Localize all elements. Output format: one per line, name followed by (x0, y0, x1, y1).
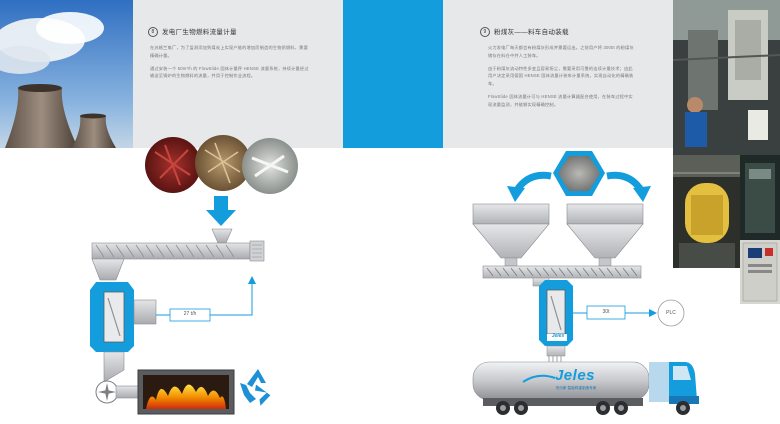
flow-readout-right: 30t (602, 309, 610, 315)
right-section-title: 9 粉煤灰——料车自动装载 (480, 26, 569, 38)
feedback-line-left (210, 282, 253, 316)
fan-icon (95, 380, 139, 404)
screw-conveyor (91, 240, 265, 262)
cloud-arrow-icon (514, 171, 552, 193)
blue-down-arrow (206, 196, 236, 226)
left-section-body: 在苏格兰电厂，为了监测添加到煤炭上实现产能的增加而制造的生物质燃料，需要精确计量… (150, 44, 312, 85)
left-section-heading: 发电厂生物燃料流量计量 (162, 29, 237, 36)
boiler-feed-chute (103, 351, 125, 383)
right-section-body: 火力发电厂每天都会有粉煤灰形成并需要运出。之前用户将 3000t 的粉煤灰储存在… (488, 44, 636, 114)
truck-tagline: 杰乐斯·智能称重制造专家 (555, 386, 597, 390)
right-paragraph-2: 由于粉煤灰流动特性多变且容易扬尘，需要采用可靠的连续计量技术；由此用户决定采用德… (488, 65, 634, 87)
plc-label: PLC (666, 310, 676, 316)
loading-spout (546, 345, 566, 366)
boiler-furnace (137, 369, 235, 415)
plc-node (657, 299, 685, 327)
truck-logo-text: Jeles (554, 367, 596, 384)
right-text-panel (443, 0, 673, 148)
feedback-arrowhead-left (248, 276, 256, 284)
right-curved-arrowhead (633, 186, 651, 202)
left-text-panel (133, 0, 343, 148)
left-paragraph-1: 在苏格兰电厂，为了监测添加到煤炭上实现产能的增加而制造的生物质燃料，需要精确计量… (150, 45, 308, 58)
meter-logo-text: Jeles (551, 333, 565, 339)
discharge-chute (91, 258, 125, 281)
fly-ash-sample (558, 156, 600, 191)
right-paragraph-1: 火力发电厂每天都会有粉煤灰形成并需要运出。之前用户将 3000t 的粉煤灰储存在… (488, 45, 634, 58)
left-paragraph-2: 通过安装一个 50m³/h 的 FlowSlide 固体计量秤 HENSE 流量… (150, 65, 309, 79)
left-feed-hopper (211, 228, 233, 244)
biomass-red-circle (145, 137, 201, 193)
right-curved-arrow (606, 171, 644, 193)
flowslide-meter-right (532, 277, 573, 346)
biomass-flow-diagram (90, 135, 298, 415)
left-section-number: 8 (148, 27, 158, 38)
left-section-title: 8 发电厂生物燃料流量计量 (148, 26, 237, 38)
left-curved-arrowhead (507, 186, 525, 202)
control-cabinet-photo (740, 240, 780, 304)
right-paragraph-3: FlowSlide 固体流量计可与 HENSE 流量计算器配合使用，在装车过程中… (488, 93, 633, 107)
flowslide-meter-left (90, 282, 157, 352)
tanker-truck (472, 361, 699, 415)
recycle-icon (240, 369, 271, 406)
plant-photo-middle (673, 155, 740, 268)
fly-ash-loading-diagram (472, 151, 699, 415)
plant-photo-small (740, 155, 780, 240)
right-silo (566, 203, 644, 267)
cooling-tower-photo (0, 0, 133, 148)
center-blue-band (343, 0, 443, 148)
plant-photo-top (673, 0, 780, 155)
plc-arrowhead (649, 309, 657, 317)
right-section-number: 9 (480, 27, 490, 38)
right-section-heading: 粉煤灰——料车自动装载 (494, 29, 569, 36)
biomass-wood-circle (195, 135, 251, 191)
ash-screw-conveyor (482, 265, 642, 279)
flow-readout-left: 27 t/h (183, 311, 197, 317)
biomass-straw-circle (242, 138, 298, 194)
left-silo (472, 203, 550, 267)
